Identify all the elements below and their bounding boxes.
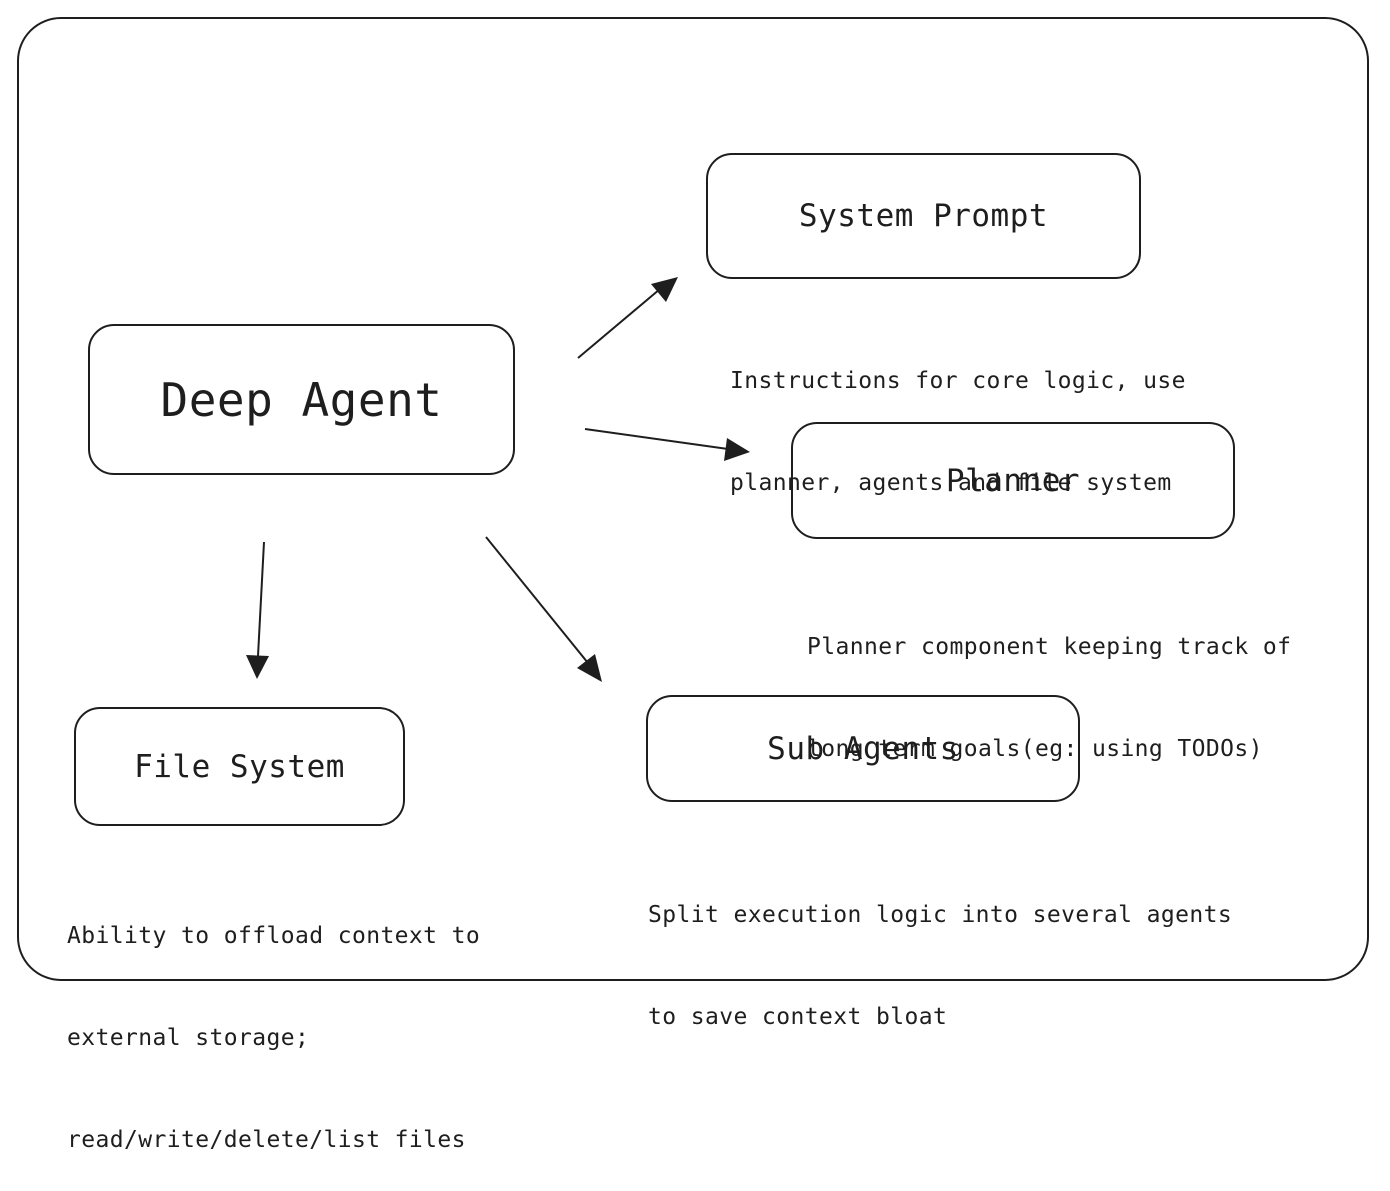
planner-description-line: long term goals(eg: using TODOs) [807,736,1263,762]
system-prompt-node: System Prompt [706,153,1141,279]
arrow-to-sub-agents [485,536,602,682]
deep-agent-label: Deep Agent [160,372,443,427]
file-system-label: File System [134,748,345,785]
arrow-to-system-prompt [577,277,678,359]
sub-agents-description-line: Split execution logic into several agent… [648,902,1233,928]
sub-agents-label: Sub Agents [767,730,959,767]
sub-agents-node: Sub Agents [646,695,1080,802]
sub-agents-description: Split execution logic into several agent… [648,830,1232,1068]
file-system-description-line: external storage; [67,1025,310,1051]
system-prompt-label: System Prompt [798,198,1049,234]
diagram-frame [17,17,1369,981]
system-prompt-description: Instructions for core logic, use planner… [730,296,1186,534]
deep-agent-node: Deep Agent [88,324,515,475]
file-system-description-line: read/write/delete/list files [67,1127,466,1153]
sub-agents-description-line: to save context bloat [648,1004,948,1030]
arrows-layer [246,277,750,682]
file-system-description-line: Ability to offload context to [67,923,481,949]
planner-description-line: Planner component keeping track of [807,634,1292,660]
system-prompt-description-line: Instructions for core logic, use [730,368,1186,394]
system-prompt-description-line: planner, agents and file system [730,470,1172,496]
planner-label: Planner [945,462,1081,499]
arrow-to-planner [584,428,750,461]
arrow-to-file-system [246,541,269,679]
file-system-node: File System [74,707,405,826]
planner-node: Planner [791,422,1235,539]
planner-description: Planner component keeping track of long … [807,562,1291,800]
file-system-description: Ability to offload context to external s… [67,851,480,1191]
